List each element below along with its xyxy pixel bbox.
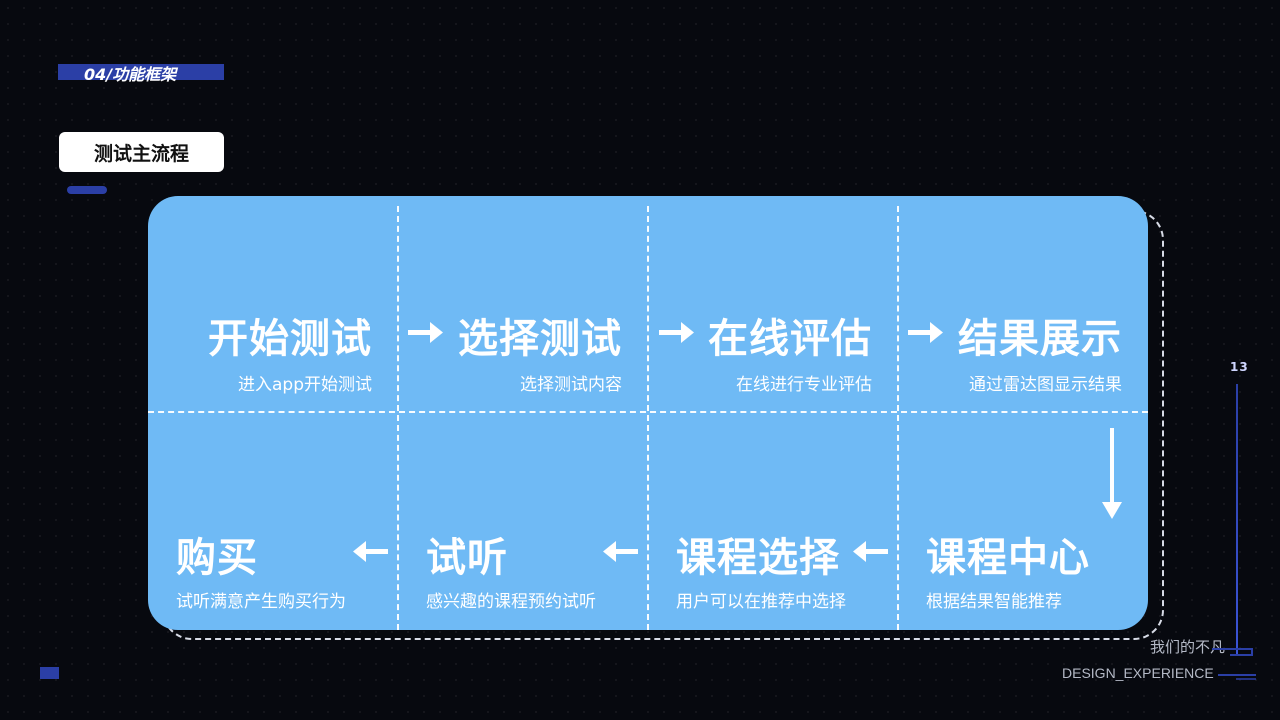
step-title: 试听 — [426, 535, 508, 581]
step-course-center: 课程中心 根据结果智能推荐 — [898, 413, 1148, 630]
step-select-test: 选择测试 选择测试内容 — [398, 196, 648, 413]
section-tag-label: 04/功能框架 — [84, 65, 177, 84]
corner-accent — [40, 667, 59, 679]
step-desc: 用户可以在推荐中选择 — [676, 592, 846, 612]
arrow-left-icon — [603, 541, 638, 562]
flow-card: 开始测试 进入app开始测试 选择测试 选择测试内容 在线评估 在线进行专业评估… — [148, 196, 1148, 630]
decorative-lines — [1212, 648, 1256, 680]
step-course-select: 课程选择 用户可以在推荐中选择 — [648, 413, 898, 630]
arrow-down-icon — [1102, 428, 1122, 519]
step-online-eval: 在线评估 在线进行专业评估 — [648, 196, 898, 413]
step-title: 开始测试 — [208, 316, 372, 362]
arrow-left-icon — [853, 541, 888, 562]
step-title: 结果展示 — [958, 316, 1122, 362]
arrow-right-icon — [908, 322, 943, 343]
step-desc: 根据结果智能推荐 — [926, 592, 1062, 612]
step-title: 在线评估 — [708, 316, 872, 362]
step-desc: 试听满意产生购买行为 — [176, 592, 346, 612]
step-title: 课程中心 — [926, 535, 1090, 581]
column-divider — [647, 206, 649, 630]
step-desc: 通过雷达图显示结果 — [969, 375, 1122, 395]
arrow-left-icon — [353, 541, 388, 562]
step-desc: 感兴趣的课程预约试听 — [426, 592, 596, 612]
step-desc: 选择测试内容 — [520, 375, 622, 395]
step-trial: 试听 感兴趣的课程预约试听 — [398, 413, 648, 630]
step-title: 选择测试 — [458, 316, 622, 362]
column-divider — [897, 206, 899, 630]
step-title: 购买 — [176, 535, 258, 581]
arrow-right-icon — [659, 322, 694, 343]
step-title: 课程选择 — [676, 535, 840, 581]
arrow-right-icon — [408, 322, 443, 343]
slogan: 我们的不凡 — [1150, 638, 1226, 656]
page-number: 13 — [1230, 360, 1249, 374]
step-purchase: 购买 试听满意产生购买行为 — [148, 413, 398, 630]
subtitle-pill: 测试主流程 — [59, 132, 224, 172]
step-desc: 进入app开始测试 — [238, 375, 372, 395]
column-divider — [397, 206, 399, 630]
page-side-line — [1236, 384, 1238, 656]
step-desc: 在线进行专业评估 — [736, 375, 872, 395]
row-divider — [148, 411, 1148, 413]
subtitle-underline — [67, 186, 107, 194]
step-start-test: 开始测试 进入app开始测试 — [148, 196, 398, 413]
step-show-result: 结果展示 通过雷达图显示结果 — [898, 196, 1148, 413]
brand-text: DESIGN_EXPERIENCE — [1062, 665, 1214, 681]
section-tag: 04/功能框架 — [58, 64, 224, 84]
